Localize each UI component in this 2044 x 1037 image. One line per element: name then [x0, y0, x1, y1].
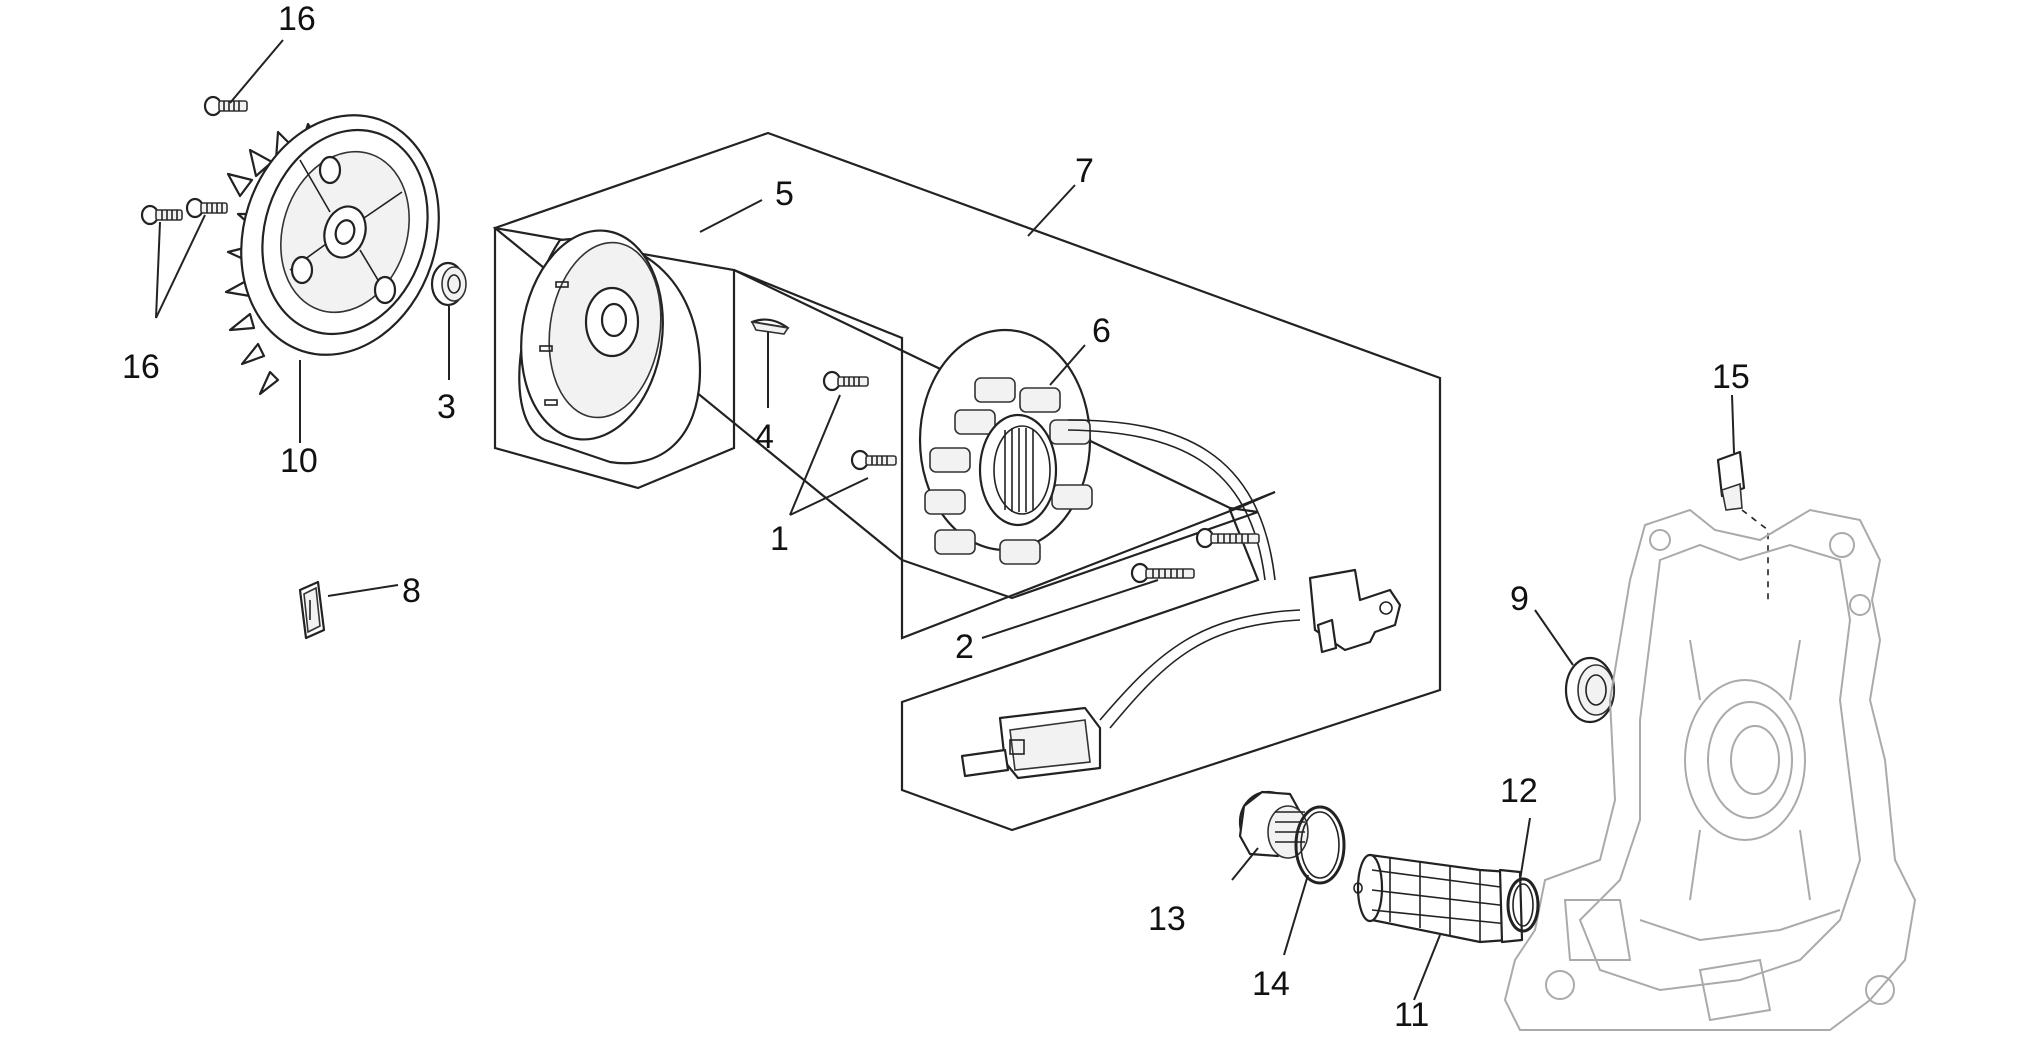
- screw-16-left-a: [140, 204, 183, 226]
- callout-13: 13: [1148, 900, 1186, 938]
- callout-8: 8: [402, 572, 421, 610]
- connector-plug: [960, 706, 1102, 780]
- screw-16-top: [203, 95, 248, 117]
- oil-seal-9: [1564, 656, 1616, 724]
- callout-9: 9: [1510, 580, 1529, 618]
- callout-12: 12: [1500, 772, 1538, 810]
- nut-3: [430, 261, 467, 307]
- screw-1-b: [850, 449, 897, 471]
- screw-2-b: [1130, 562, 1195, 584]
- callout-4: 4: [755, 418, 774, 456]
- callout-10: 10: [280, 442, 318, 480]
- pickup-sensor: [1308, 568, 1402, 654]
- stator-6: [918, 328, 1301, 729]
- callout-2: 2: [955, 628, 974, 666]
- callout-15: 15: [1712, 358, 1750, 396]
- flywheel-5: [518, 229, 702, 465]
- flywheel-box-outline: [493, 226, 736, 490]
- clip-15: [1716, 450, 1769, 600]
- callout-14: 14: [1252, 965, 1290, 1003]
- callout-11: 11: [1394, 996, 1429, 1034]
- drain-plug-13: [1238, 790, 1309, 859]
- callout-16-top: 16: [278, 0, 316, 38]
- stator-box-outline: [733, 268, 1259, 600]
- screw-2-a: [1195, 527, 1260, 549]
- callout-7: 7: [1075, 152, 1094, 190]
- leader-lines: [155, 39, 1735, 1001]
- o-ring-12: [1506, 877, 1540, 933]
- filter-screen-11: [1353, 853, 1524, 944]
- o-ring-14: [1294, 805, 1346, 885]
- screw-16-left-b: [185, 197, 228, 219]
- cooling-fan-10: [224, 114, 440, 396]
- screw-1-a: [822, 370, 869, 392]
- callout-1: 1: [770, 520, 789, 558]
- crankcase-half: [1503, 508, 1917, 1031]
- callout-16-left: 16: [122, 348, 160, 386]
- woodruff-key-4: [750, 318, 790, 335]
- bracket-8: [298, 580, 326, 640]
- callout-3: 3: [437, 388, 456, 426]
- callout-6: 6: [1092, 312, 1111, 350]
- callout-5: 5: [775, 175, 794, 213]
- assembly-7-outline: [492, 131, 1442, 832]
